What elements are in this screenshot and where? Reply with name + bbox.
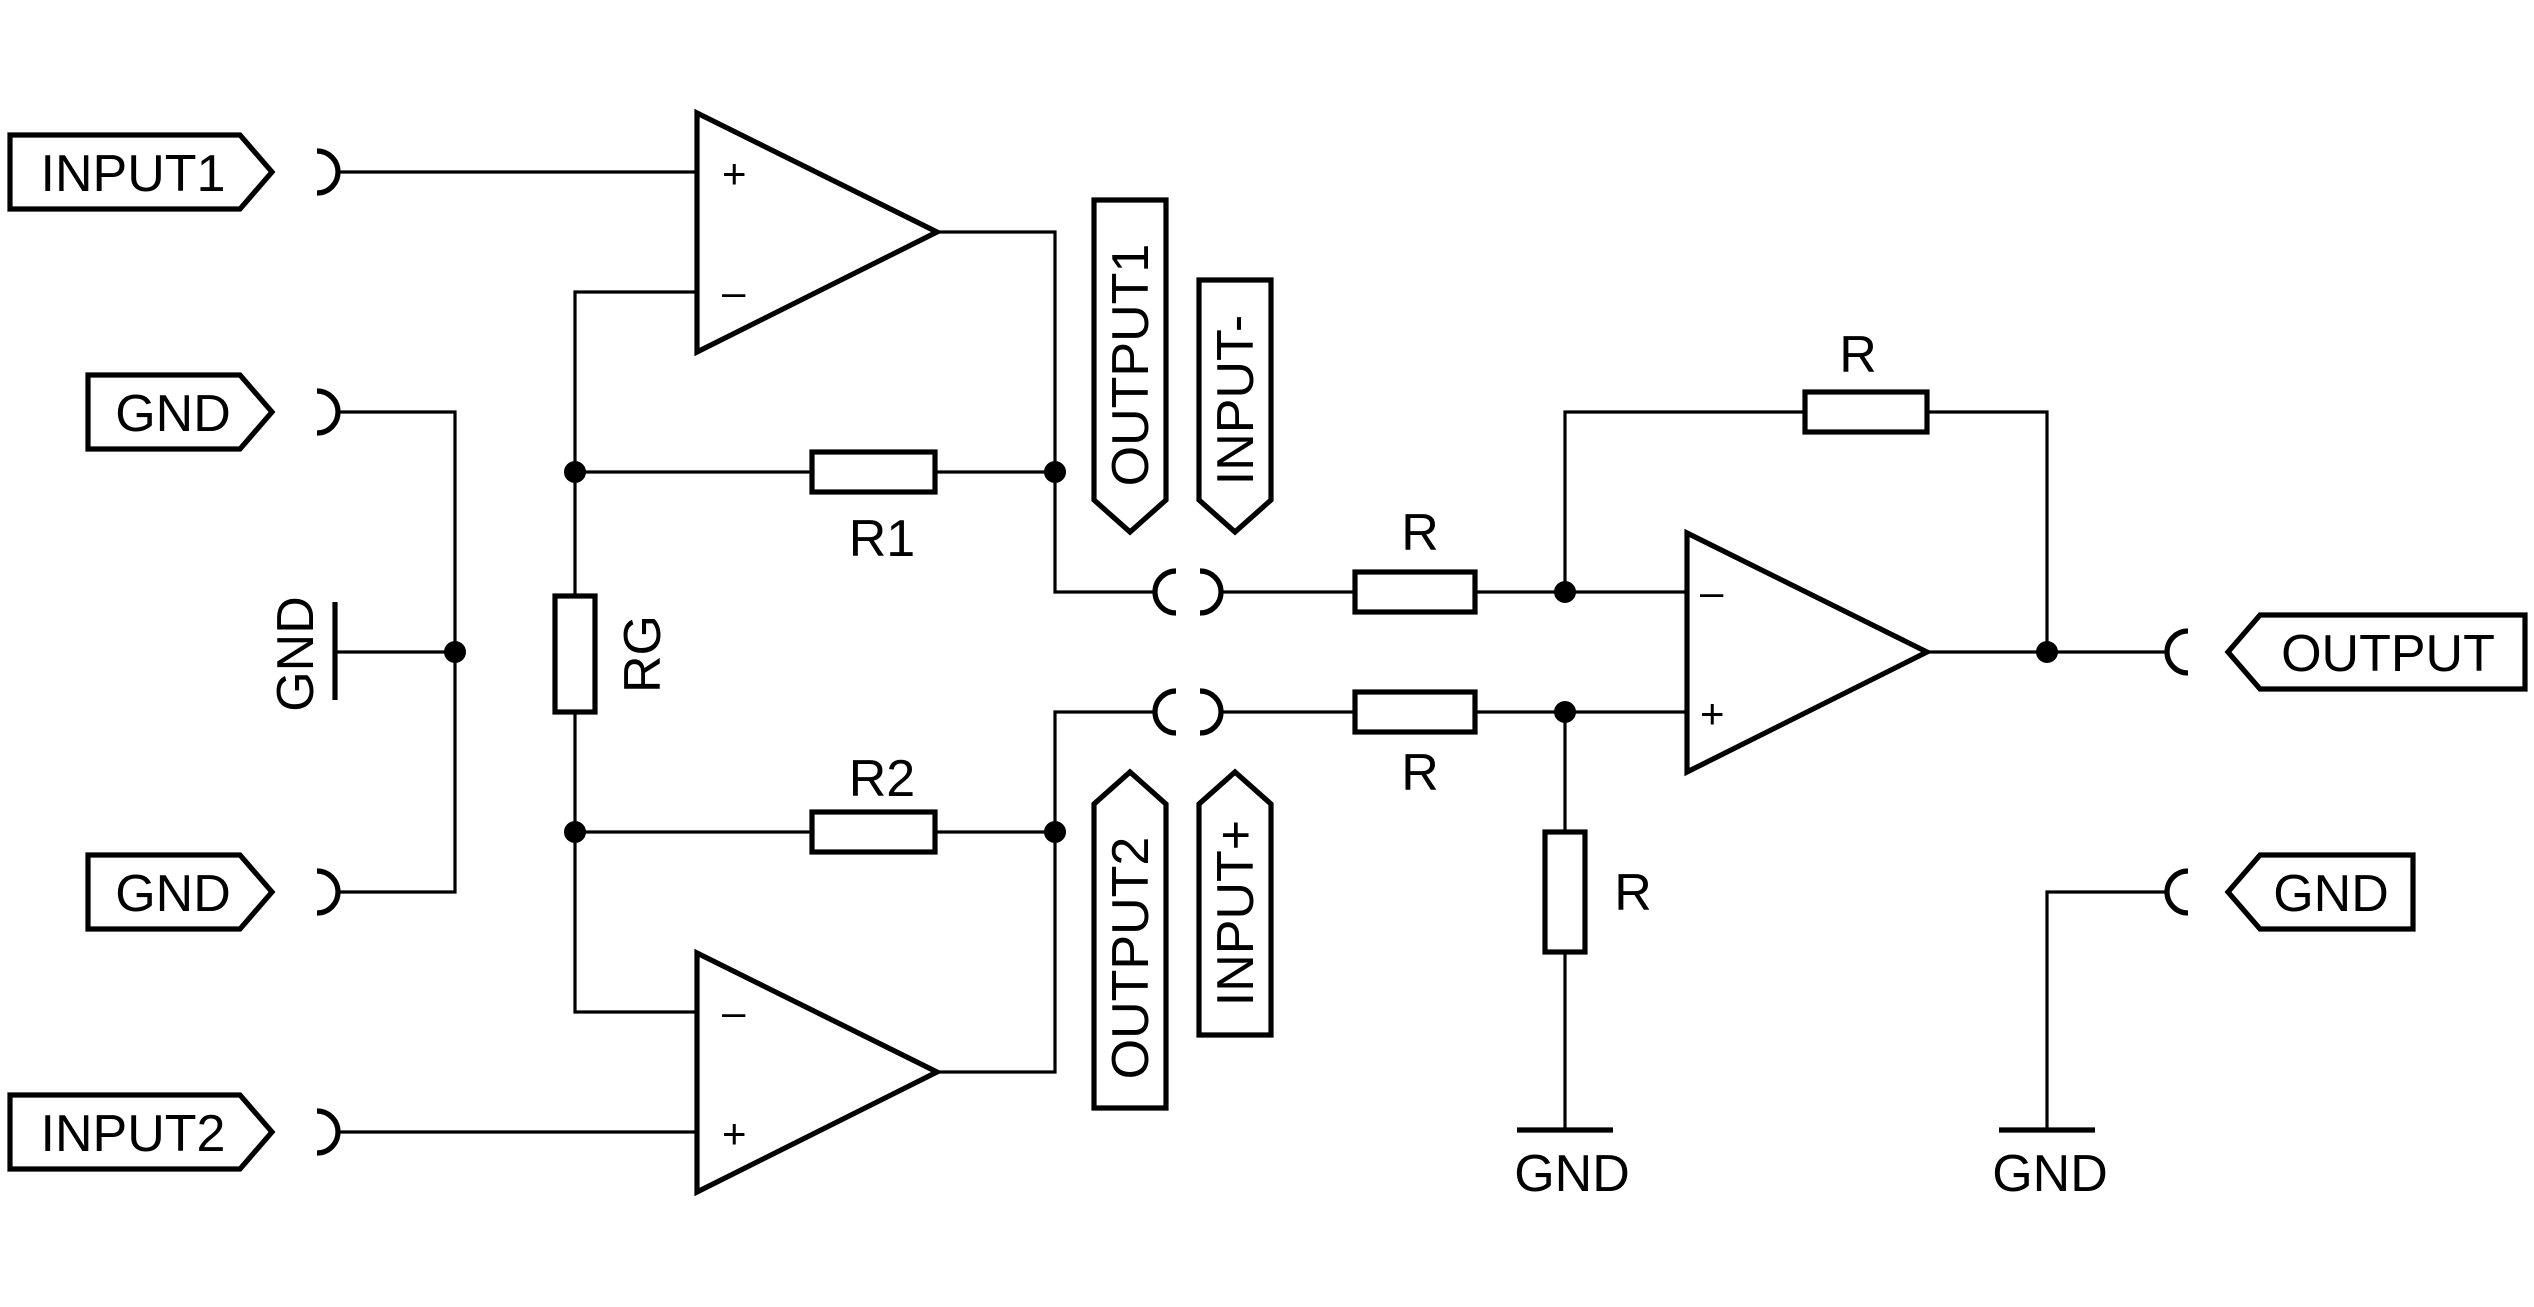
jack-input-plus — [1199, 688, 1224, 736]
port-gnd-top-label: GND — [115, 385, 231, 443]
resistor-input-minus: R — [1352, 504, 1478, 615]
port-gnd-mid: GND — [85, 852, 276, 932]
port-input-plus-label: INPUT+ — [1207, 820, 1265, 1006]
port-gnd-right: GND — [2224, 852, 2416, 932]
port-output1-label: OUTPUT1 — [1102, 244, 1160, 487]
port-output2: OUTPUT2 — [1091, 768, 1169, 1111]
resistor-r1-label: R1 — [849, 510, 915, 568]
port-input-plus: INPUT+ — [1196, 768, 1274, 1038]
opamp-3: – + — [1684, 528, 1933, 777]
resistor-rg-label: RG — [614, 615, 672, 693]
opamp-1-minus-sign: – — [722, 268, 746, 315]
opamp-2-minus-sign: – — [722, 988, 746, 1035]
opamp-1-plus-sign: + — [722, 150, 747, 197]
jack-gnd-right — [2164, 868, 2189, 916]
resistor-input-plus: R — [1352, 689, 1478, 802]
resistor-r1: R1 — [809, 449, 938, 568]
port-input2-label: INPUT2 — [41, 1105, 226, 1163]
resistor-r2-label: R2 — [849, 750, 915, 808]
junction-dots — [444, 461, 2058, 843]
jack-output1 — [1152, 568, 1177, 616]
port-gnd-right-label: GND — [2273, 865, 2389, 923]
resistor-feedback-label: R — [1839, 326, 1877, 384]
resistor-rg: RG — [552, 593, 672, 715]
port-input1: INPUT1 — [7, 132, 276, 212]
port-output: OUTPUT — [2224, 612, 2528, 692]
jack-gnd-mid — [316, 868, 341, 916]
ground-symbol-bottom-mid: GND — [1514, 1127, 1630, 1203]
opamp-3-plus-sign: + — [1700, 690, 1725, 737]
ground-symbol-left-label: GND — [267, 596, 325, 712]
port-input-minus: INPUT- — [1196, 277, 1274, 536]
port-output-label: OUTPUT — [2281, 625, 2495, 683]
jack-output2 — [1152, 688, 1177, 736]
ground-symbol-left: GND — [267, 596, 338, 712]
ground-symbol-bottom-right: GND — [1992, 1127, 2108, 1203]
resistor-input-plus-label: R — [1401, 744, 1439, 802]
resistor-ground-label: R — [1614, 864, 1652, 922]
opamp-1: + – — [694, 108, 943, 357]
resistor-input-minus-label: R — [1401, 504, 1439, 562]
opamp-3-minus-sign: – — [1700, 568, 1724, 615]
ground-symbol-bottom-right-label: GND — [1992, 1145, 2108, 1203]
port-output1: OUTPUT1 — [1091, 197, 1169, 536]
resistor-r2: R2 — [809, 750, 938, 855]
port-input-minus-label: INPUT- — [1207, 315, 1265, 485]
resistor-ground: R — [1542, 829, 1652, 955]
port-input2: INPUT2 — [7, 1092, 276, 1172]
port-input1-label: INPUT1 — [41, 145, 226, 203]
resistor-feedback: R — [1802, 326, 1930, 435]
opamp-2: – + — [694, 948, 943, 1197]
jack-input2 — [316, 1108, 341, 1156]
jack-gnd-top — [316, 388, 341, 436]
jack-input-minus — [1199, 568, 1224, 616]
port-output2-label: OUTPUT2 — [1102, 837, 1160, 1080]
port-gnd-top: GND — [85, 372, 276, 452]
connector-jacks — [316, 148, 2189, 1156]
port-gnd-mid-label: GND — [115, 865, 231, 923]
jack-input1 — [316, 148, 341, 196]
ground-symbol-bottom-mid-label: GND — [1514, 1145, 1630, 1203]
jack-output — [2164, 628, 2189, 676]
opamp-2-plus-sign: + — [722, 1110, 747, 1157]
